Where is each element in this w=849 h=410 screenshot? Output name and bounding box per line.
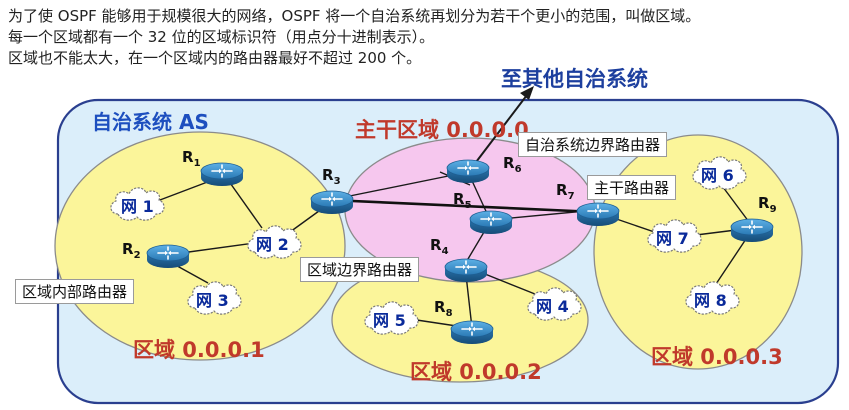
network-5-label: 网 5 (373, 311, 406, 330)
router-r6-label: R6 (503, 154, 522, 175)
router-icon (200, 162, 244, 187)
network-8-label: 网 8 (694, 291, 727, 310)
intro-text: 为了使 OSPF 能够用于规模很大的网络，OSPF 将一个自治系统再划分为若干个… (8, 6, 700, 69)
router-icon (310, 190, 354, 215)
to-other-as-label: 至其他自治系统 (501, 67, 648, 91)
router-r9-label: R9 (758, 194, 777, 215)
router-r7-label: R7 (556, 181, 575, 202)
network-7-label: 网 7 (656, 229, 689, 248)
area-border-router-callout: 区域边界路由器 (300, 257, 420, 282)
router-icon (444, 258, 488, 283)
router-r4-label: R4 (430, 236, 449, 257)
router-r5-label: R5 (453, 190, 472, 211)
router-icon (446, 159, 490, 184)
network-2-label: 网 2 (256, 235, 289, 254)
area-1-title: 区域 0.0.0.1 (133, 338, 265, 362)
r3-r7-backbone-link (329, 198, 597, 214)
arrow-head-icon (520, 86, 534, 100)
intro-line-3: 区域也不能太大，在一个区域内的路由器最好不超过 200 个。 (8, 49, 422, 67)
router-icon (450, 320, 494, 345)
as-boundary-router-callout: 自治系统边界路由器 (518, 132, 668, 157)
network-4-label: 网 4 (536, 297, 569, 316)
intro-line-1: 为了使 OSPF 能够用于规模很大的网络，OSPF 将一个自治系统再划分为若干个… (8, 7, 701, 25)
router-r8-label: R8 (434, 298, 453, 319)
router-r1-label: R1 (182, 148, 201, 169)
network-3-label: 网 3 (196, 291, 229, 310)
router-r2-label: R2 (122, 240, 141, 261)
as-label: 自治系统 AS (92, 110, 209, 134)
to-other-as-arrow-line (469, 94, 528, 171)
network-1-label: 网 1 (121, 197, 154, 216)
router-icon (576, 202, 620, 227)
router-r3-label: R3 (322, 166, 341, 187)
backbone-area-title: 主干区域 0.0.0.0 (355, 118, 529, 142)
router-icon (730, 218, 774, 243)
network-6-label: 网 6 (701, 166, 734, 185)
router-icon (469, 210, 513, 235)
backbone-router-callout: 主干路由器 (587, 175, 677, 200)
router-icon (146, 244, 190, 269)
area-3-title: 区域 0.0.0.3 (651, 345, 783, 369)
intro-line-2: 每一个区域都有一个 32 位的区域标识符（用点分十进制表示）。 (8, 28, 435, 46)
area-2-title: 区域 0.0.0.2 (410, 360, 542, 384)
internal-router-callout: 区域内部路由器 (15, 279, 135, 304)
